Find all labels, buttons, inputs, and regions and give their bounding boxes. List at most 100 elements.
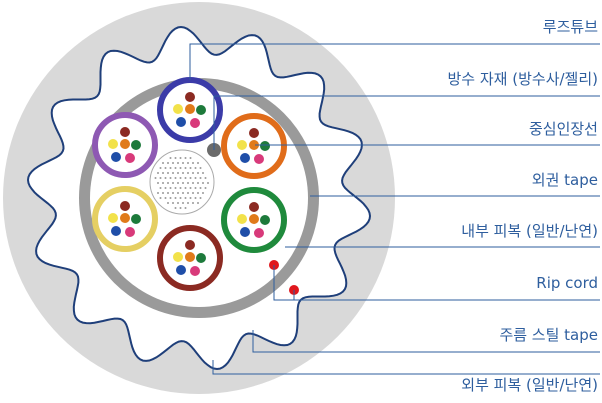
label-loose-tube: 루즈튜브 xyxy=(543,18,598,36)
label-outer-sheath: 외부 피복 (일반/난연) xyxy=(461,376,598,394)
center-dot xyxy=(182,182,184,184)
center-dot xyxy=(172,182,174,184)
center-dot xyxy=(159,177,162,179)
optical-fiber xyxy=(120,127,130,137)
loose-tube xyxy=(157,225,223,291)
center-dot xyxy=(182,192,184,194)
center-dot xyxy=(189,157,192,159)
center-dot xyxy=(194,177,197,179)
center-dot xyxy=(164,187,167,189)
center-dot xyxy=(184,207,187,209)
label-waterproof: 방수 자재 (방수사/젤리) xyxy=(448,70,599,88)
label-inner-sheath: 내부 피복 (일반/난연) xyxy=(461,222,598,240)
optical-fiber xyxy=(120,139,130,149)
optical-fiber xyxy=(120,213,130,223)
center-dot xyxy=(204,187,207,189)
optical-fiber xyxy=(260,141,270,151)
center-dot xyxy=(187,182,189,184)
optical-fiber xyxy=(111,152,121,162)
center-dot xyxy=(192,162,194,164)
center-dot xyxy=(157,172,159,174)
center-dot xyxy=(184,177,187,179)
center-dot xyxy=(172,162,174,164)
center-dots xyxy=(154,157,209,209)
optical-fiber xyxy=(176,265,186,275)
center-dot xyxy=(187,192,189,194)
center-dot xyxy=(174,207,177,209)
center-dot xyxy=(192,202,194,204)
center-dot xyxy=(199,197,202,199)
optical-fiber xyxy=(120,201,130,211)
center-dot xyxy=(189,197,192,199)
optical-fiber xyxy=(249,140,259,150)
center-dot xyxy=(177,202,179,204)
center-dot xyxy=(187,202,189,204)
optical-fiber xyxy=(240,227,250,237)
center-dot xyxy=(167,182,169,184)
center-dot xyxy=(177,172,179,174)
center-dot xyxy=(199,167,202,169)
center-dot xyxy=(167,192,169,194)
center-dot xyxy=(172,202,174,204)
optical-fiber xyxy=(176,117,186,127)
optical-fiber xyxy=(173,104,183,114)
optical-fiber xyxy=(185,240,195,250)
optical-fiber xyxy=(196,105,206,115)
optical-fiber xyxy=(185,252,195,262)
center-dot xyxy=(202,182,204,184)
center-dot xyxy=(174,187,177,189)
center-dot xyxy=(192,182,194,184)
optical-fiber xyxy=(185,92,195,102)
center-dot xyxy=(162,182,164,184)
center-dot xyxy=(174,197,177,199)
center-dot xyxy=(162,162,164,164)
optical-fiber xyxy=(131,214,141,224)
center-dot xyxy=(204,177,207,179)
center-dot xyxy=(159,197,162,199)
optical-fiber xyxy=(108,213,118,223)
center-dot xyxy=(184,187,187,189)
center-dot xyxy=(154,177,157,179)
loose-tube xyxy=(157,77,223,143)
center-dot xyxy=(197,162,199,164)
center-dot xyxy=(182,202,184,204)
center-dot xyxy=(184,167,187,169)
center-dot xyxy=(189,187,192,189)
optical-fiber xyxy=(254,228,264,238)
loose-tube xyxy=(221,187,287,253)
center-dot xyxy=(189,177,192,179)
center-dot xyxy=(192,172,194,174)
optical-fiber xyxy=(131,140,141,150)
center-dot xyxy=(167,172,169,174)
optical-fiber xyxy=(190,266,200,276)
optical-fiber xyxy=(125,227,135,237)
optical-fiber xyxy=(196,253,206,263)
optical-fiber xyxy=(249,202,259,212)
optical-fiber xyxy=(111,226,121,236)
center-dot xyxy=(169,167,172,169)
center-dot xyxy=(177,182,179,184)
optical-fiber xyxy=(125,153,135,163)
center-dot xyxy=(169,187,172,189)
label-outer-tape: 외권 tape xyxy=(532,171,598,189)
leader-lines xyxy=(189,43,600,375)
center-dot xyxy=(174,177,177,179)
leader-outer-sheath-line xyxy=(212,360,600,375)
optical-fiber xyxy=(108,139,118,149)
center-dot xyxy=(199,187,202,189)
center-dot xyxy=(202,192,204,194)
center-dot xyxy=(197,202,199,204)
center-dot xyxy=(164,177,167,179)
loose-tubes xyxy=(92,77,287,291)
center-dot xyxy=(177,192,179,194)
center-dot xyxy=(197,182,199,184)
leader-corrugated xyxy=(252,330,600,353)
center-dot xyxy=(182,162,184,164)
central-strength-member xyxy=(149,149,215,215)
center-dot xyxy=(179,157,182,159)
center-dot xyxy=(184,197,187,199)
center-dot xyxy=(179,177,182,179)
loose-tube xyxy=(92,112,158,178)
center-dot xyxy=(177,162,179,164)
center-dot xyxy=(174,167,177,169)
